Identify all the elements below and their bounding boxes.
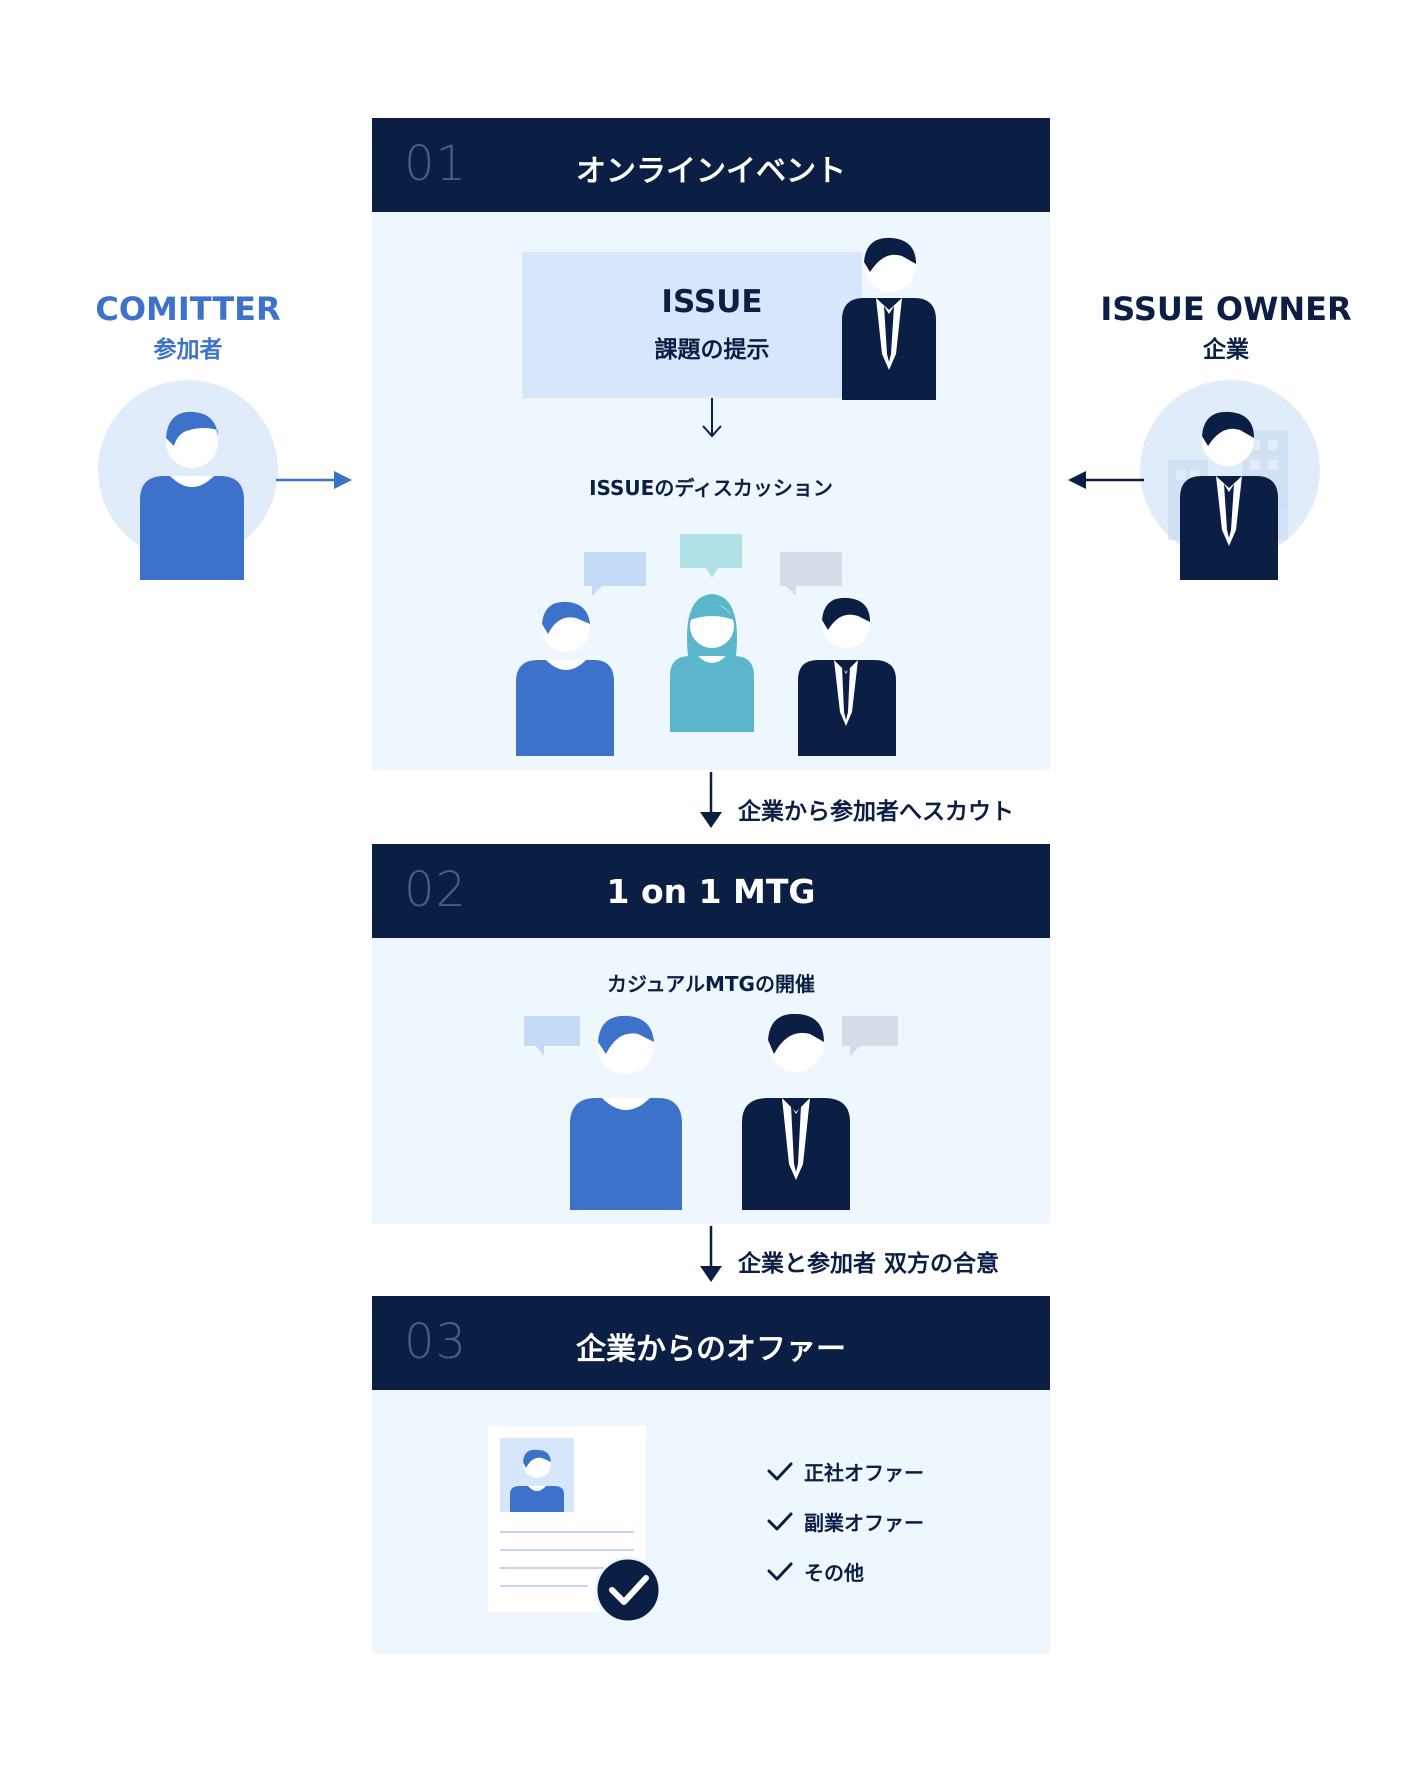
issue-box-title: ISSUE [661, 284, 763, 320]
step-02-number: 02 [404, 862, 468, 918]
businessman-icon [1180, 411, 1278, 580]
offer-side-job: 副業オファー [804, 1510, 924, 1535]
participant-icon [570, 1015, 682, 1210]
speech-bubble-icon [524, 1016, 580, 1056]
issue-owner-label: ISSUE OWNER 企業 [1066, 290, 1386, 364]
speech-bubble-icon [780, 552, 842, 596]
step-01-title: オンラインイベント [576, 154, 846, 189]
offer-item: 正社オファー [766, 1446, 924, 1496]
step-01-panel: ISSUE 課題の提示 ISSUEのディスカッション [372, 212, 1050, 770]
step-02-header: 02 1 on 1 MTG [372, 844, 1050, 938]
meeting-group [522, 1014, 902, 1210]
participant-businessman-icon [798, 597, 896, 756]
check-icon [767, 1562, 793, 1581]
committer-arrow [276, 468, 356, 492]
step-03-header: 03 企業からのオファー [372, 1296, 1050, 1390]
participant-businessman-icon [742, 1014, 850, 1210]
committer-person-icon [140, 411, 244, 580]
discussion-group [512, 516, 912, 756]
committer-title: COMITTER [95, 290, 281, 328]
issue-box-subtitle: 課題の提示 [654, 337, 770, 363]
offer-other: その他 [804, 1560, 864, 1585]
step-02-title: 1 on 1 MTG [606, 872, 816, 911]
scout-arrow [698, 772, 724, 832]
participant-icon [516, 601, 614, 756]
issue-owner-title: ISSUE OWNER [1100, 290, 1352, 328]
issue-owner-avatar [1140, 380, 1320, 580]
issue-box: ISSUE 課題の提示 [522, 252, 862, 398]
offer-item: その他 [766, 1546, 924, 1596]
step-01-header: 01 オンラインイベント [372, 118, 1050, 212]
check-icon [767, 1462, 793, 1481]
committer-avatar [98, 380, 278, 580]
step-03-title: 企業からのオファー [576, 1332, 846, 1367]
offer-list: 正社オファー 副業オファー その他 [766, 1446, 924, 1596]
step-03-panel: 正社オファー 副業オファー その他 [372, 1390, 1050, 1654]
check-icon [767, 1512, 793, 1531]
offer-item: 副業オファー [766, 1496, 924, 1546]
agreement-arrow [698, 1226, 724, 1286]
participant-woman-icon [670, 594, 754, 732]
offer-fulltime: 正社オファー [804, 1460, 924, 1485]
committer-subtitle: 参加者 [153, 337, 223, 363]
presenter-icon [840, 232, 936, 400]
issue-down-arrow [700, 398, 724, 440]
step-03-number: 03 [404, 1314, 468, 1370]
speech-bubble-icon [680, 534, 742, 578]
approved-check-icon [594, 1556, 662, 1624]
step-02-panel: カジュアルMTGの開催 [372, 938, 1050, 1224]
issue-owner-arrow [1064, 468, 1144, 492]
discussion-caption: ISSUEのディスカッション [589, 476, 833, 500]
speech-bubble-icon [584, 552, 646, 596]
casual-mtg-caption: カジュアルMTGの開催 [607, 972, 815, 996]
step-01-number: 01 [404, 136, 468, 192]
issue-owner-subtitle: 企業 [1203, 337, 1249, 363]
scout-label: 企業から参加者へスカウト [738, 799, 1014, 825]
speech-bubble-icon [842, 1016, 898, 1056]
agreement-label: 企業と参加者 双方の合意 [738, 1251, 1000, 1277]
committer-label: COMITTER 参加者 [28, 290, 348, 364]
offer-document-icon [488, 1426, 668, 1626]
